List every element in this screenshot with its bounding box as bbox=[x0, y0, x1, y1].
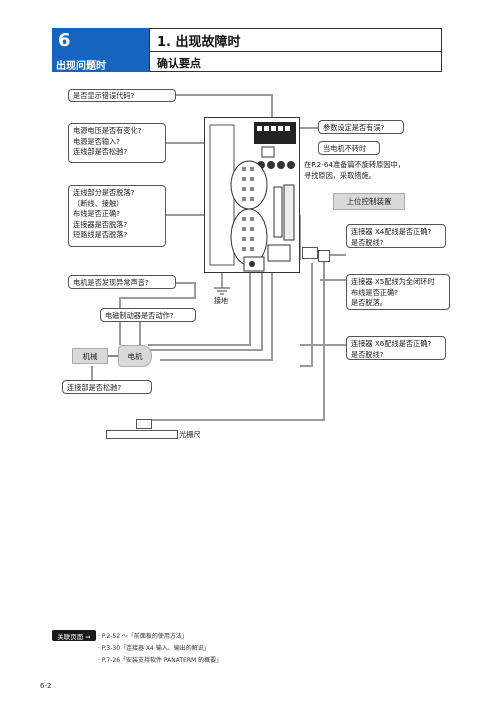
see-page-note: 在P.2-64准备篇不旋转原因中， 寻找原因，采取措施。 bbox=[304, 160, 405, 180]
section-subtitle: 确认要点 bbox=[157, 57, 201, 70]
chapter-tab bbox=[52, 28, 149, 72]
ref-link-2[interactable]: · P.3-30「连接器 X4 输入、输出的解说」 bbox=[98, 645, 210, 652]
motor-box: 电机 bbox=[118, 345, 152, 367]
callout-wiring: 连线部分是否脱落? （断线、接触） 布线是否正确? 连接器是否脱落? 短路线是否… bbox=[68, 185, 166, 247]
scale-bar bbox=[106, 430, 178, 439]
ground-label: 接地 bbox=[214, 297, 228, 305]
callout-params: 参数设定是否有误? bbox=[318, 120, 404, 134]
callout-x5: 连接器 X5配线为全闭环时 布线是否正确? 是否脱落。 bbox=[346, 274, 450, 310]
related-pages-badge: 关联页面 ⇒ bbox=[52, 630, 96, 641]
callout-brake: 电磁制动器是否动作? bbox=[100, 308, 196, 322]
machine-box: 机械 bbox=[72, 348, 108, 364]
machine-shaft bbox=[108, 355, 118, 357]
callout-power-voltage: 电源电压是否有变化? 电源是否输入? 连线部是否松驰? bbox=[68, 123, 166, 163]
section-title: 1. 出现故障时 bbox=[157, 35, 241, 50]
callout-error-code: 是否显示错误代码? bbox=[68, 89, 176, 102]
section-title-divider bbox=[149, 51, 442, 52]
callout-motor-not-run: 当电机不转时 bbox=[318, 141, 380, 155]
chapter-number: 6 bbox=[58, 30, 71, 51]
ref-link-1[interactable]: · P.2-52 ～「前面板的使用方法」 bbox=[98, 633, 188, 640]
x5-connector bbox=[318, 250, 330, 262]
scale-head bbox=[136, 419, 152, 429]
callout-x6: 连接器 X6配线是否正确? 是否脱线? bbox=[346, 336, 446, 360]
callout-motor-noise: 电机是否发现异常声音? bbox=[68, 275, 176, 289]
servo-drive-illustration bbox=[204, 117, 300, 273]
page-number: 6-2 bbox=[40, 682, 52, 690]
host-controller-box: 上位控制装置 bbox=[333, 193, 405, 210]
callout-coupling: 连接部是否松驰? bbox=[62, 380, 152, 394]
ref-link-3[interactable]: · P.7-26「安装支持软件 PANATERM 的概要」 bbox=[98, 657, 223, 664]
section-title-box bbox=[149, 28, 442, 72]
callout-x4: 连接器 X4配线是否正确? 是否脱线? bbox=[346, 224, 446, 248]
chapter-title: 出现问题时 bbox=[56, 61, 106, 72]
x4-connector bbox=[302, 247, 318, 259]
scale-label: 光栅尺 bbox=[179, 430, 201, 439]
